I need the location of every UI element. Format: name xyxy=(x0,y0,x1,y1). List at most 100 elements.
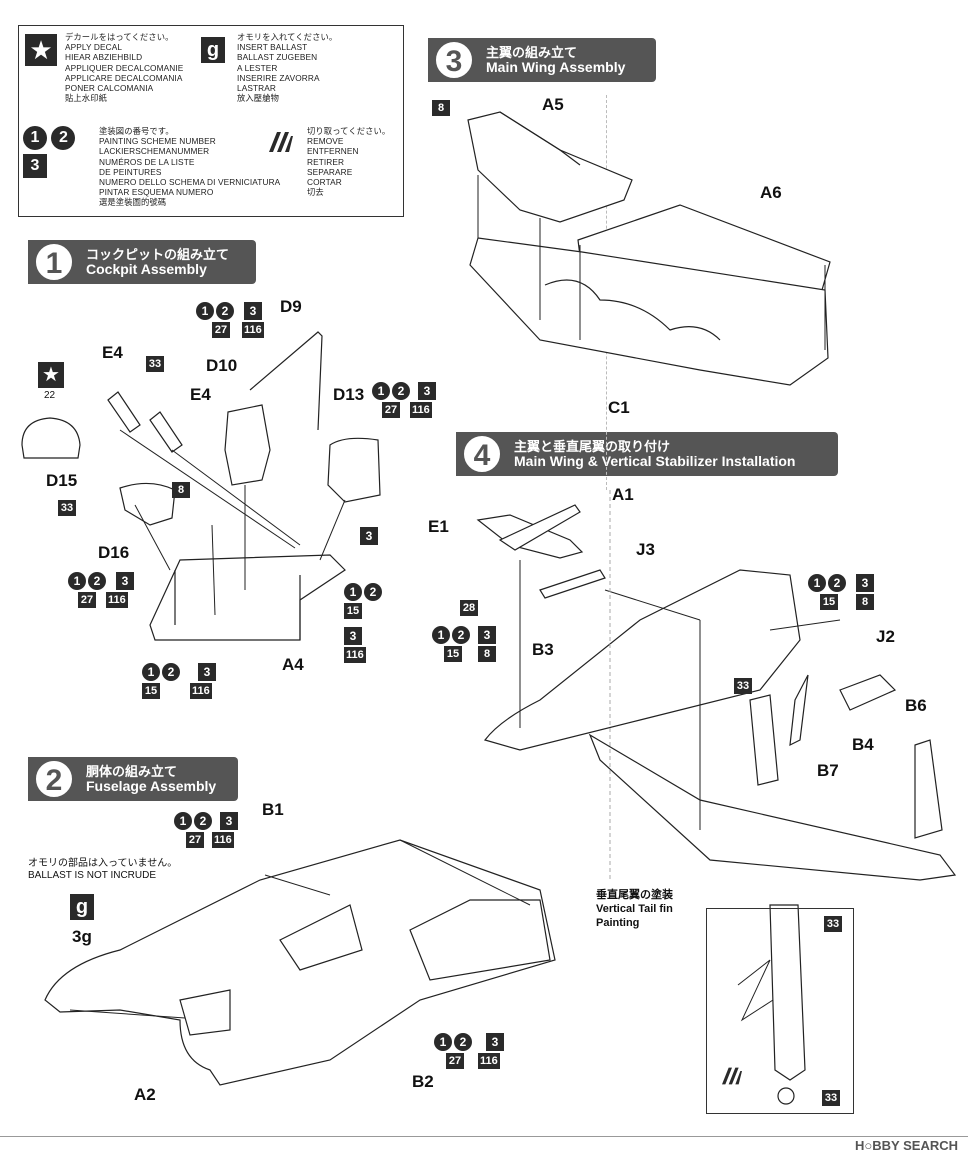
paint-codes-vtail-bottom: 33 xyxy=(822,1090,840,1106)
color-code: 33 xyxy=(734,678,752,694)
scheme-2-icon: 2 xyxy=(162,663,180,681)
scheme-1-icon: 1 xyxy=(68,572,86,590)
vtail-title: 垂直尾翼の塗装 Vertical Tail fin Painting xyxy=(596,889,673,929)
scheme-1-icon: 1 xyxy=(432,626,450,644)
part-label-b1: B1 xyxy=(262,800,284,819)
part-label-b6: B6 xyxy=(905,696,927,715)
scheme-2-icon: 2 xyxy=(828,574,846,592)
scheme-1-icon: 1 xyxy=(372,382,390,400)
scheme-1-icon: 1 xyxy=(142,663,160,681)
scheme-1-icon: 1 xyxy=(174,812,192,830)
part-label-b2: B2 xyxy=(412,1072,434,1091)
part-label-a2: A2 xyxy=(134,1085,156,1104)
step-title-jp: コックピットの組み立て xyxy=(86,247,230,262)
part-label-a5: A5 xyxy=(542,95,564,114)
step-number: 2 xyxy=(34,759,74,799)
step-3-header: 3 主翼の組み立て Main Wing Assembly xyxy=(428,38,656,82)
remove-legend-text: 切り取ってください。 REMOVE ENTFERNEN RETIRER SEPA… xyxy=(307,126,391,198)
color-code: 27 xyxy=(186,832,204,848)
scheme-1-icon: 1 xyxy=(434,1033,452,1051)
scheme-2-icon: 2 xyxy=(88,572,106,590)
color-code: 116 xyxy=(344,647,366,663)
step-number: 4 xyxy=(462,434,502,474)
paint-codes-e1: 28 xyxy=(460,600,478,616)
step-title-jp: 主翼の組み立て xyxy=(486,45,578,60)
part-label-3g: 3g xyxy=(72,927,92,946)
scheme-3-icon: 3 xyxy=(220,812,238,830)
color-code: 116 xyxy=(478,1053,500,1069)
painting-legend-text: 塗装図の番号です。 PAINTING SCHEME NUMBER LACKIER… xyxy=(99,126,281,208)
color-code: 33 xyxy=(58,500,76,516)
step-2-header: 2 胴体の組み立て Fuselage Assembly xyxy=(28,757,238,801)
star-icon: ★ xyxy=(25,34,57,66)
part-label-e4: E4 xyxy=(102,343,123,362)
scheme-1-icon: 1 xyxy=(23,126,47,150)
decal-legend-text: デカールをはってください。 APPLY DECAL HIEAR ABZIEHBI… xyxy=(65,32,184,104)
color-code: 28 xyxy=(460,600,478,616)
scheme-2-icon: 2 xyxy=(452,626,470,644)
color-code: 116 xyxy=(410,402,432,418)
scheme-3-icon: 3 xyxy=(344,627,362,645)
scheme-2-icon: 2 xyxy=(194,812,212,830)
scheme-3-icon: 3 xyxy=(23,154,47,178)
paint-codes-a5: 8 xyxy=(432,100,450,116)
part-label-b7: B7 xyxy=(817,761,839,780)
scheme-2-icon: 2 xyxy=(392,382,410,400)
scheme-3-icon: 3 xyxy=(360,527,378,545)
part-label-e4: E4 xyxy=(190,385,211,404)
part-label-b3: B3 xyxy=(532,640,554,659)
scheme-1-icon: 1 xyxy=(196,302,214,320)
part-label-a1: A1 xyxy=(612,485,634,504)
ballast-icon: g xyxy=(70,894,94,920)
painting-scheme-icons: 1 2 3 xyxy=(23,126,76,178)
step-1-header: 1 コックピットの組み立て Cockpit Assembly xyxy=(28,240,256,284)
step-number: 3 xyxy=(434,40,474,80)
paint-codes-d13-3: 3 xyxy=(360,527,378,545)
footer-rule xyxy=(0,1136,968,1137)
part-label-a4: A4 xyxy=(282,655,304,674)
step-title-en: Main Wing & Vertical Stabilizer Installa… xyxy=(514,453,796,469)
part-label-j2: J2 xyxy=(876,627,895,646)
ballast-legend-text: オモリを入れてください。 INSERT BALLAST BALLAST ZUGE… xyxy=(237,32,338,104)
color-code: 8 xyxy=(172,482,190,498)
scheme-3-icon: 3 xyxy=(244,302,262,320)
paint-codes-33: 33 xyxy=(734,678,752,694)
color-code: 33 xyxy=(146,356,164,372)
paint-codes-8: 8 xyxy=(172,482,190,498)
color-code: 15 xyxy=(820,594,838,610)
part-label-b4: B4 xyxy=(852,735,874,754)
scheme-2-icon: 2 xyxy=(364,583,382,601)
star-icon: ★ xyxy=(38,362,64,388)
color-code: 116 xyxy=(190,683,212,699)
step-title-jp: 主翼と垂直尾翼の取り付け xyxy=(514,439,671,454)
vertical-tail-painting-inset: 垂直尾翼の塗装 Vertical Tail fin Painting 33 33 xyxy=(596,888,856,1118)
decal-number: 22 xyxy=(44,390,56,401)
color-code: 8 xyxy=(432,100,450,116)
color-code: 15 xyxy=(444,646,462,662)
watermark: H○BBY SEARCH xyxy=(855,1138,958,1153)
part-label-j3: J3 xyxy=(636,540,655,559)
color-code: 15 xyxy=(142,683,160,699)
color-code: 15 xyxy=(344,603,362,619)
color-code: 33 xyxy=(824,916,842,932)
step-4-header: 4 主翼と垂直尾翼の取り付け Main Wing & Vertical Stab… xyxy=(456,432,838,476)
part-label-d15: D15 xyxy=(46,471,78,490)
decal-22: ★ 22 xyxy=(38,362,64,401)
step-title-jp: 胴体の組み立て xyxy=(86,764,178,779)
color-code: 27 xyxy=(446,1053,464,1069)
scheme-2-icon: 2 xyxy=(454,1033,472,1051)
color-code: 27 xyxy=(212,322,230,338)
scheme-3-icon: 3 xyxy=(116,572,134,590)
scheme-1-icon: 1 xyxy=(344,583,362,601)
step-title-en: Cockpit Assembly xyxy=(86,261,207,277)
scheme-3-icon: 3 xyxy=(478,626,496,644)
ballast-note: オモリの部品は入っていません。 BALLAST IS NOT INCRUDE xyxy=(28,858,178,881)
step-title-en: Main Wing Assembly xyxy=(486,59,626,75)
legend-box: ★ デカールをはってください。 APPLY DECAL HIEAR ABZIEH… xyxy=(18,25,404,217)
